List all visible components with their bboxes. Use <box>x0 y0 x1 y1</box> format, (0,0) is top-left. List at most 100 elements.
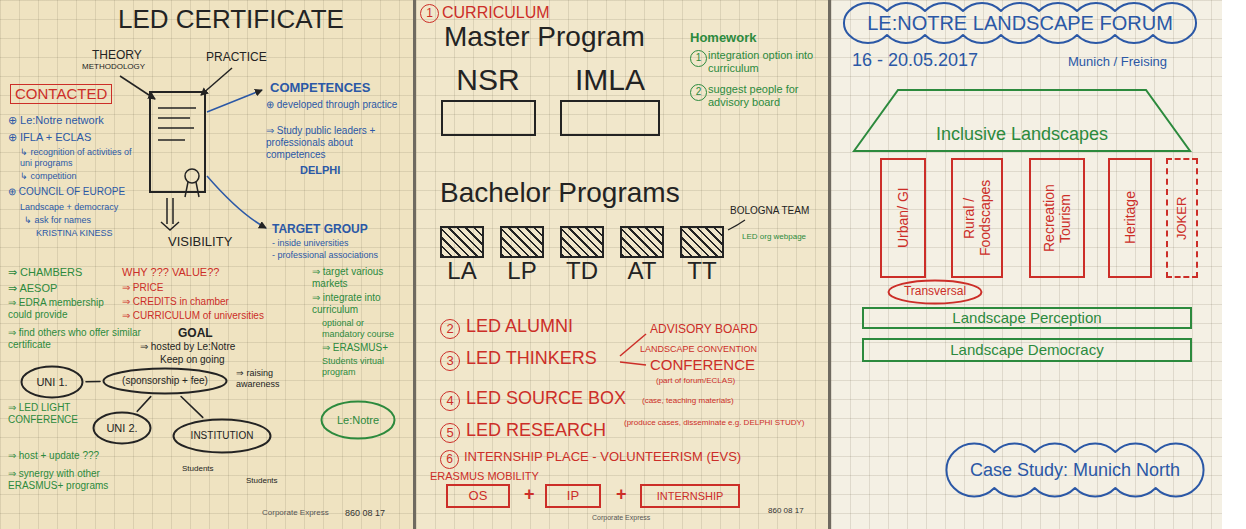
node-text: UNI 1. <box>36 376 67 389</box>
program-frame <box>441 100 536 136</box>
note-text: suggest people for advisory board <box>708 83 816 109</box>
joker-pillar: JOKER <box>1166 158 1198 278</box>
cloud-outline <box>844 3 1196 43</box>
node-text: AT <box>628 258 657 283</box>
node-text: LP <box>507 258 536 283</box>
node-text: IMLA <box>575 64 645 96</box>
note-text: ↳ ask for names <box>24 215 91 226</box>
node-text: TD <box>566 258 598 283</box>
theme-pillar: Recreation Tourism <box>1029 158 1085 278</box>
node-text: TT <box>687 258 716 283</box>
ellipse-outline <box>889 281 982 304</box>
hatched-frame <box>620 226 664 258</box>
note-text: 860 08 17 <box>768 506 804 516</box>
note-text: LED RESEARCH <box>466 420 606 442</box>
node-text: Inclusive Landscapes <box>936 124 1108 145</box>
heading-text: Master Program <box>444 20 645 54</box>
hatched-frame <box>680 226 724 258</box>
theme-pillar: Urban/ GI <box>880 158 926 278</box>
heading-text: 16 - 20.05.2017 <box>852 50 978 72</box>
node-text: Case Study: Munich North <box>970 460 1180 481</box>
node-text: Landscape Democracy <box>950 341 1103 358</box>
note-text: Students virtual program <box>322 356 407 378</box>
theme-pillar: Heritage <box>1108 158 1152 278</box>
node-text: UNI 2. <box>106 422 137 435</box>
node-text: JOKER <box>1175 165 1190 271</box>
note-text: LED THINKERS <box>466 348 597 370</box>
mobility-box: INTERNSHIP <box>640 484 740 508</box>
heading-text: LED CERTIFICATE <box>118 4 344 35</box>
note-text: ⇒ CURRICULUM of universities <box>122 310 264 322</box>
cloud-outline <box>946 444 1203 497</box>
institution-circle: INSTITUTION <box>172 418 272 454</box>
connector-line <box>86 381 100 383</box>
ellipse-outline <box>104 369 227 394</box>
note-text: - inside universities <box>272 238 349 249</box>
note-text: ↳ competition <box>20 171 77 182</box>
mobility-box: IP <box>545 484 601 508</box>
boxed-heading: CONTACTED <box>10 84 112 104</box>
note-text: Students <box>182 464 214 474</box>
uni-circle: UNI 2. <box>92 411 152 445</box>
note-text: KRISTINA KINESS <box>36 228 113 239</box>
note-text: + <box>616 484 627 506</box>
foundation-band: Landscape Perception <box>862 307 1192 329</box>
note-text: ⇒ integrate into curriculum <box>312 292 407 316</box>
uni-circle: UNI 1. <box>20 365 84 399</box>
note-text: (produce cases, disseminate e.g. DELPHI … <box>624 418 814 428</box>
callout-number: 6 <box>440 450 459 469</box>
note-text: ⇒ EDRA membership could provide <box>8 297 118 321</box>
note-text: BOLOGNA TEAM <box>730 205 809 217</box>
node-text: LA <box>447 258 476 283</box>
note-text: ⇒ find others who offer similar certific… <box>8 327 143 351</box>
ellipse-outline <box>174 420 271 453</box>
network-circle: Le:Notre <box>320 400 396 440</box>
temple-roof: Inclusive Landscapes <box>852 87 1192 153</box>
node-text: IP <box>567 489 579 504</box>
node-text: LE:NOTRE LANDSCAPE FORUM <box>867 12 1173 35</box>
note-text: ⇒ hosted by Le:Notre <box>140 341 235 353</box>
transversal-oval: Transversal <box>887 279 983 305</box>
heading-text: TARGET GROUP <box>272 222 368 236</box>
node-text: OS <box>469 489 488 504</box>
ellipse-outline <box>94 413 151 444</box>
node-text: (sponsorship + fee) <box>122 375 208 387</box>
arrow-line <box>120 76 155 99</box>
heading-text: CURRICULUM <box>442 3 550 22</box>
note-text: ↳ recognition of activities of uni progr… <box>20 147 145 169</box>
note-text: ⇒ ERASMUS+ <box>322 342 388 354</box>
note-text: LED ALUMNI <box>466 316 573 338</box>
connector-line <box>181 397 203 418</box>
theme-pillar: Rural / Foodscapes <box>951 158 1003 278</box>
arrow-line <box>201 68 232 95</box>
certificate-line <box>158 139 185 141</box>
note-text: LANDSCAPE CONVENTION <box>640 344 757 355</box>
note-text: Students <box>246 476 278 486</box>
node-text: Le:Notre <box>337 414 379 427</box>
node-text: INSTITUTION <box>191 430 254 442</box>
flipchart-sheet <box>0 0 413 529</box>
heading-text: COMPETENCES <box>270 80 370 96</box>
callout-number: 3 <box>440 351 460 371</box>
heading-text: GOAL <box>178 326 213 340</box>
mobility-box: OS <box>446 484 510 508</box>
certificate-sheet <box>150 92 205 192</box>
note-text: THEORY <box>92 48 142 62</box>
note-text: + <box>524 484 535 506</box>
callout-number: 2 <box>690 84 707 101</box>
note-text: ⊕ COUNCIL OF EUROPE <box>8 186 125 198</box>
note-text: (part of forum/ECLAS) <box>656 376 735 386</box>
hatched-frame <box>560 226 604 258</box>
note-text: ⇒ CHAMBERS <box>8 266 82 279</box>
funding-ellipse: (sponsorship + fee) <box>102 367 228 395</box>
arrow-line <box>207 90 262 112</box>
leader-line <box>728 220 745 230</box>
node-text: NSR <box>456 64 519 96</box>
note-text: integration option into curriculum <box>708 49 816 75</box>
margin-strip <box>1222 0 1246 529</box>
leader-line <box>620 362 646 365</box>
note-text: Landscape + democracy <box>20 202 118 213</box>
node-text: INTERNSHIP <box>657 490 724 503</box>
note-text: ⇒ LED LIGHT CONFERENCE <box>8 402 88 426</box>
bachelor-box: LA <box>440 226 484 284</box>
